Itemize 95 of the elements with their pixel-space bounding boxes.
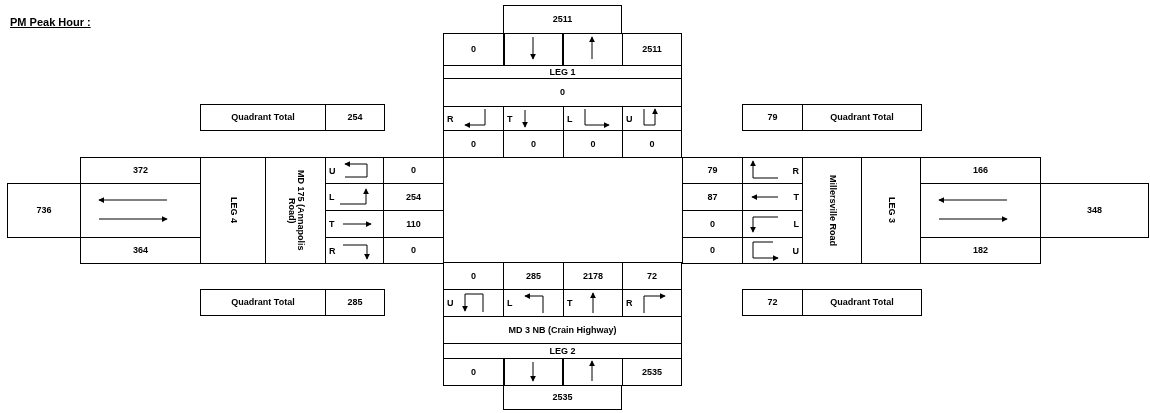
traffic-count: 87 xyxy=(707,192,718,202)
arrow-cell xyxy=(504,33,563,66)
road-name: MD 3 NB (Crain Highway) xyxy=(508,325,617,335)
movement-code: R xyxy=(626,298,633,308)
table-cell xyxy=(742,289,803,316)
table-cell xyxy=(622,33,682,66)
traffic-count: 2511 xyxy=(552,15,573,24)
traffic-count: 364 xyxy=(133,246,148,255)
traffic-count: 166 xyxy=(973,166,988,175)
movement-code: L xyxy=(793,219,799,229)
table-cell xyxy=(861,157,921,264)
table-cell xyxy=(622,358,682,386)
movement-code: L xyxy=(567,114,573,123)
table-cell xyxy=(443,65,682,79)
traffic-count: 0 xyxy=(590,139,596,149)
traffic-count: 72 xyxy=(767,298,778,307)
quadrant-total-label: Quadrant Total xyxy=(830,298,894,307)
table-cell xyxy=(742,104,803,131)
table-cell xyxy=(443,33,504,66)
traffic-count: 2535 xyxy=(642,367,662,377)
table-cell xyxy=(503,385,622,410)
traffic-count: 0 xyxy=(560,88,565,97)
quadrant-total-label: Quadrant Total xyxy=(231,298,295,307)
traffic-count: 0 xyxy=(649,139,655,149)
table-cell xyxy=(503,5,622,34)
movement-code: U xyxy=(447,298,454,308)
table-cell xyxy=(200,104,326,131)
table-cell xyxy=(443,343,682,359)
traffic-count: 182 xyxy=(973,246,988,255)
traffic-count: 285 xyxy=(347,298,363,307)
table-cell xyxy=(7,183,81,238)
movement-code: U xyxy=(626,114,633,123)
traffic-count: 0 xyxy=(471,139,476,149)
table-cell xyxy=(325,289,385,316)
arrow-cell xyxy=(563,33,623,66)
table-cell xyxy=(80,157,201,184)
table-cell xyxy=(200,289,326,316)
movement-code: U xyxy=(329,166,336,175)
traffic-count: 0 xyxy=(710,219,715,229)
arrow-cell xyxy=(80,183,201,238)
quadrant-total-label: Quadrant Total xyxy=(830,113,894,122)
traffic-count: 2178 xyxy=(583,271,603,281)
traffic-count: 736 xyxy=(36,206,52,215)
leg-label: LEG 2 xyxy=(549,346,576,356)
movement-code: L xyxy=(329,192,335,202)
traffic-count: 254 xyxy=(347,113,363,122)
leg-label: LEG 1 xyxy=(549,67,576,77)
table-cell xyxy=(920,157,1041,184)
table-cell xyxy=(443,316,682,344)
movement-code: T xyxy=(793,192,799,202)
traffic-count: 0 xyxy=(531,139,536,149)
traffic-count: 0 xyxy=(411,166,416,175)
table-cell xyxy=(80,237,201,264)
traffic-count: 0 xyxy=(411,246,416,255)
traffic-count: 0 xyxy=(710,246,715,255)
table-cell xyxy=(265,157,326,264)
traffic-count: 0 xyxy=(471,45,476,54)
road-name: MD 175 (Annapolis Road) xyxy=(286,169,305,253)
diagram-title: PM Peak Hour : xyxy=(10,16,91,28)
movement-code: T xyxy=(567,298,573,308)
arrow-cell xyxy=(920,183,1041,238)
traffic-count: 72 xyxy=(647,271,657,281)
table-cell xyxy=(325,104,385,131)
traffic-count: 0 xyxy=(471,367,476,377)
table-cell xyxy=(1040,183,1149,238)
traffic-count: 254 xyxy=(406,192,421,202)
table-cell xyxy=(443,358,504,386)
movement-code: L xyxy=(507,298,513,308)
traffic-count: 0 xyxy=(471,271,476,281)
movement-code: R xyxy=(447,114,454,123)
traffic-count: 110 xyxy=(406,219,421,229)
traffic-count: 79 xyxy=(707,166,718,175)
table-cell xyxy=(443,78,682,107)
traffic-count: 2535 xyxy=(552,393,573,402)
arrow-cell xyxy=(504,358,563,386)
table-cell xyxy=(200,157,266,264)
traffic-count: 79 xyxy=(767,113,778,122)
traffic-count: 348 xyxy=(1087,206,1102,215)
movement-code: T xyxy=(329,219,335,229)
leg-label: LEG 4 xyxy=(228,197,238,224)
leg-label: LEG 3 xyxy=(886,197,896,224)
movement-code: T xyxy=(507,114,513,123)
table-cell xyxy=(802,157,862,264)
traffic-count: 285 xyxy=(526,271,541,281)
road-name: Millersville Road xyxy=(827,175,837,246)
traffic-count: 2511 xyxy=(642,45,662,54)
table-cell xyxy=(920,237,1041,264)
table-cell xyxy=(802,289,922,316)
quadrant-total-label: Quadrant Total xyxy=(231,113,295,122)
movement-code: R xyxy=(329,246,336,255)
movement-code: R xyxy=(792,166,799,175)
table-cell xyxy=(802,104,922,131)
traffic-count: 372 xyxy=(133,166,148,175)
arrow-cell xyxy=(563,358,623,386)
movement-code: U xyxy=(792,246,799,255)
